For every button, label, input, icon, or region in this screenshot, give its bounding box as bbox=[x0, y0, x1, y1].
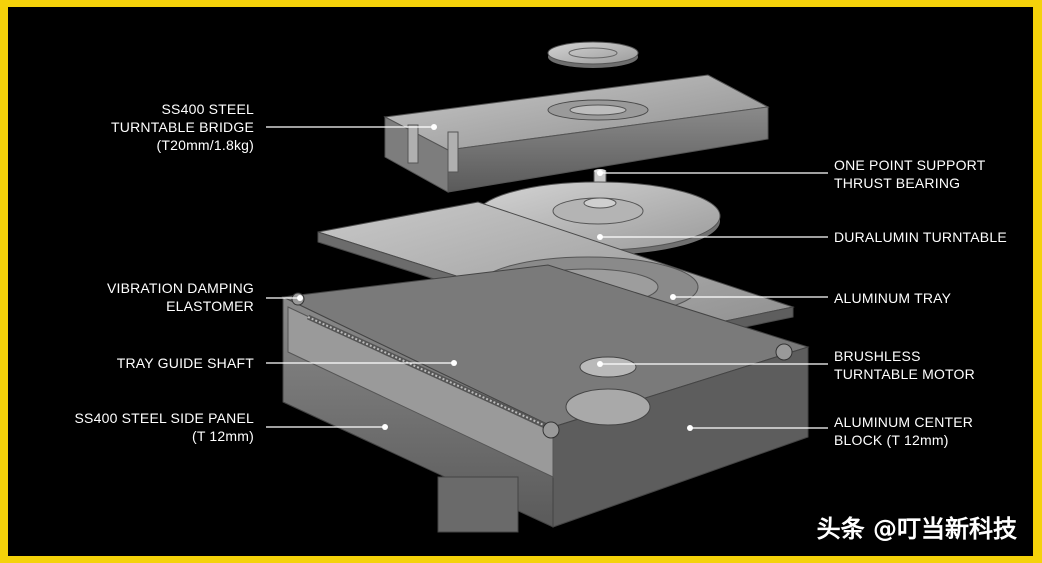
watermark-text: 头条 @叮当新科技 bbox=[816, 515, 1017, 543]
turntable-bridge-part bbox=[383, 74, 770, 193]
callout-motor: BRUSHLESS TURNTABLE MOTOR bbox=[834, 348, 975, 382]
callout-tray: ALUMINUM TRAY bbox=[834, 290, 952, 306]
base-body-part bbox=[281, 264, 810, 533]
top-cap-part bbox=[547, 41, 639, 68]
exploded-mechanism-diagram bbox=[266, 41, 828, 533]
callout-thrust-bearing: ONE POINT SUPPORT THRUST BEARING bbox=[834, 157, 986, 191]
leader-lines bbox=[266, 124, 828, 431]
diagram-frame: SS400 STEEL TURNTABLE BRIDGE (T20mm/1.8k… bbox=[8, 7, 1033, 556]
callout-bridge: SS400 STEEL TURNTABLE BRIDGE (T20mm/1.8k… bbox=[111, 101, 254, 153]
callout-center-block: ALUMINUM CENTER BLOCK (T 12mm) bbox=[834, 414, 974, 448]
callout-guide-shaft: TRAY GUIDE SHAFT bbox=[116, 355, 254, 371]
callout-elastomer: VIBRATION DAMPING ELASTOMER bbox=[106, 280, 254, 314]
callout-turntable: DURALUMIN TURNTABLE bbox=[834, 229, 1007, 245]
callout-side-panel: SS400 STEEL SIDE PANEL (T 12mm) bbox=[74, 410, 254, 444]
